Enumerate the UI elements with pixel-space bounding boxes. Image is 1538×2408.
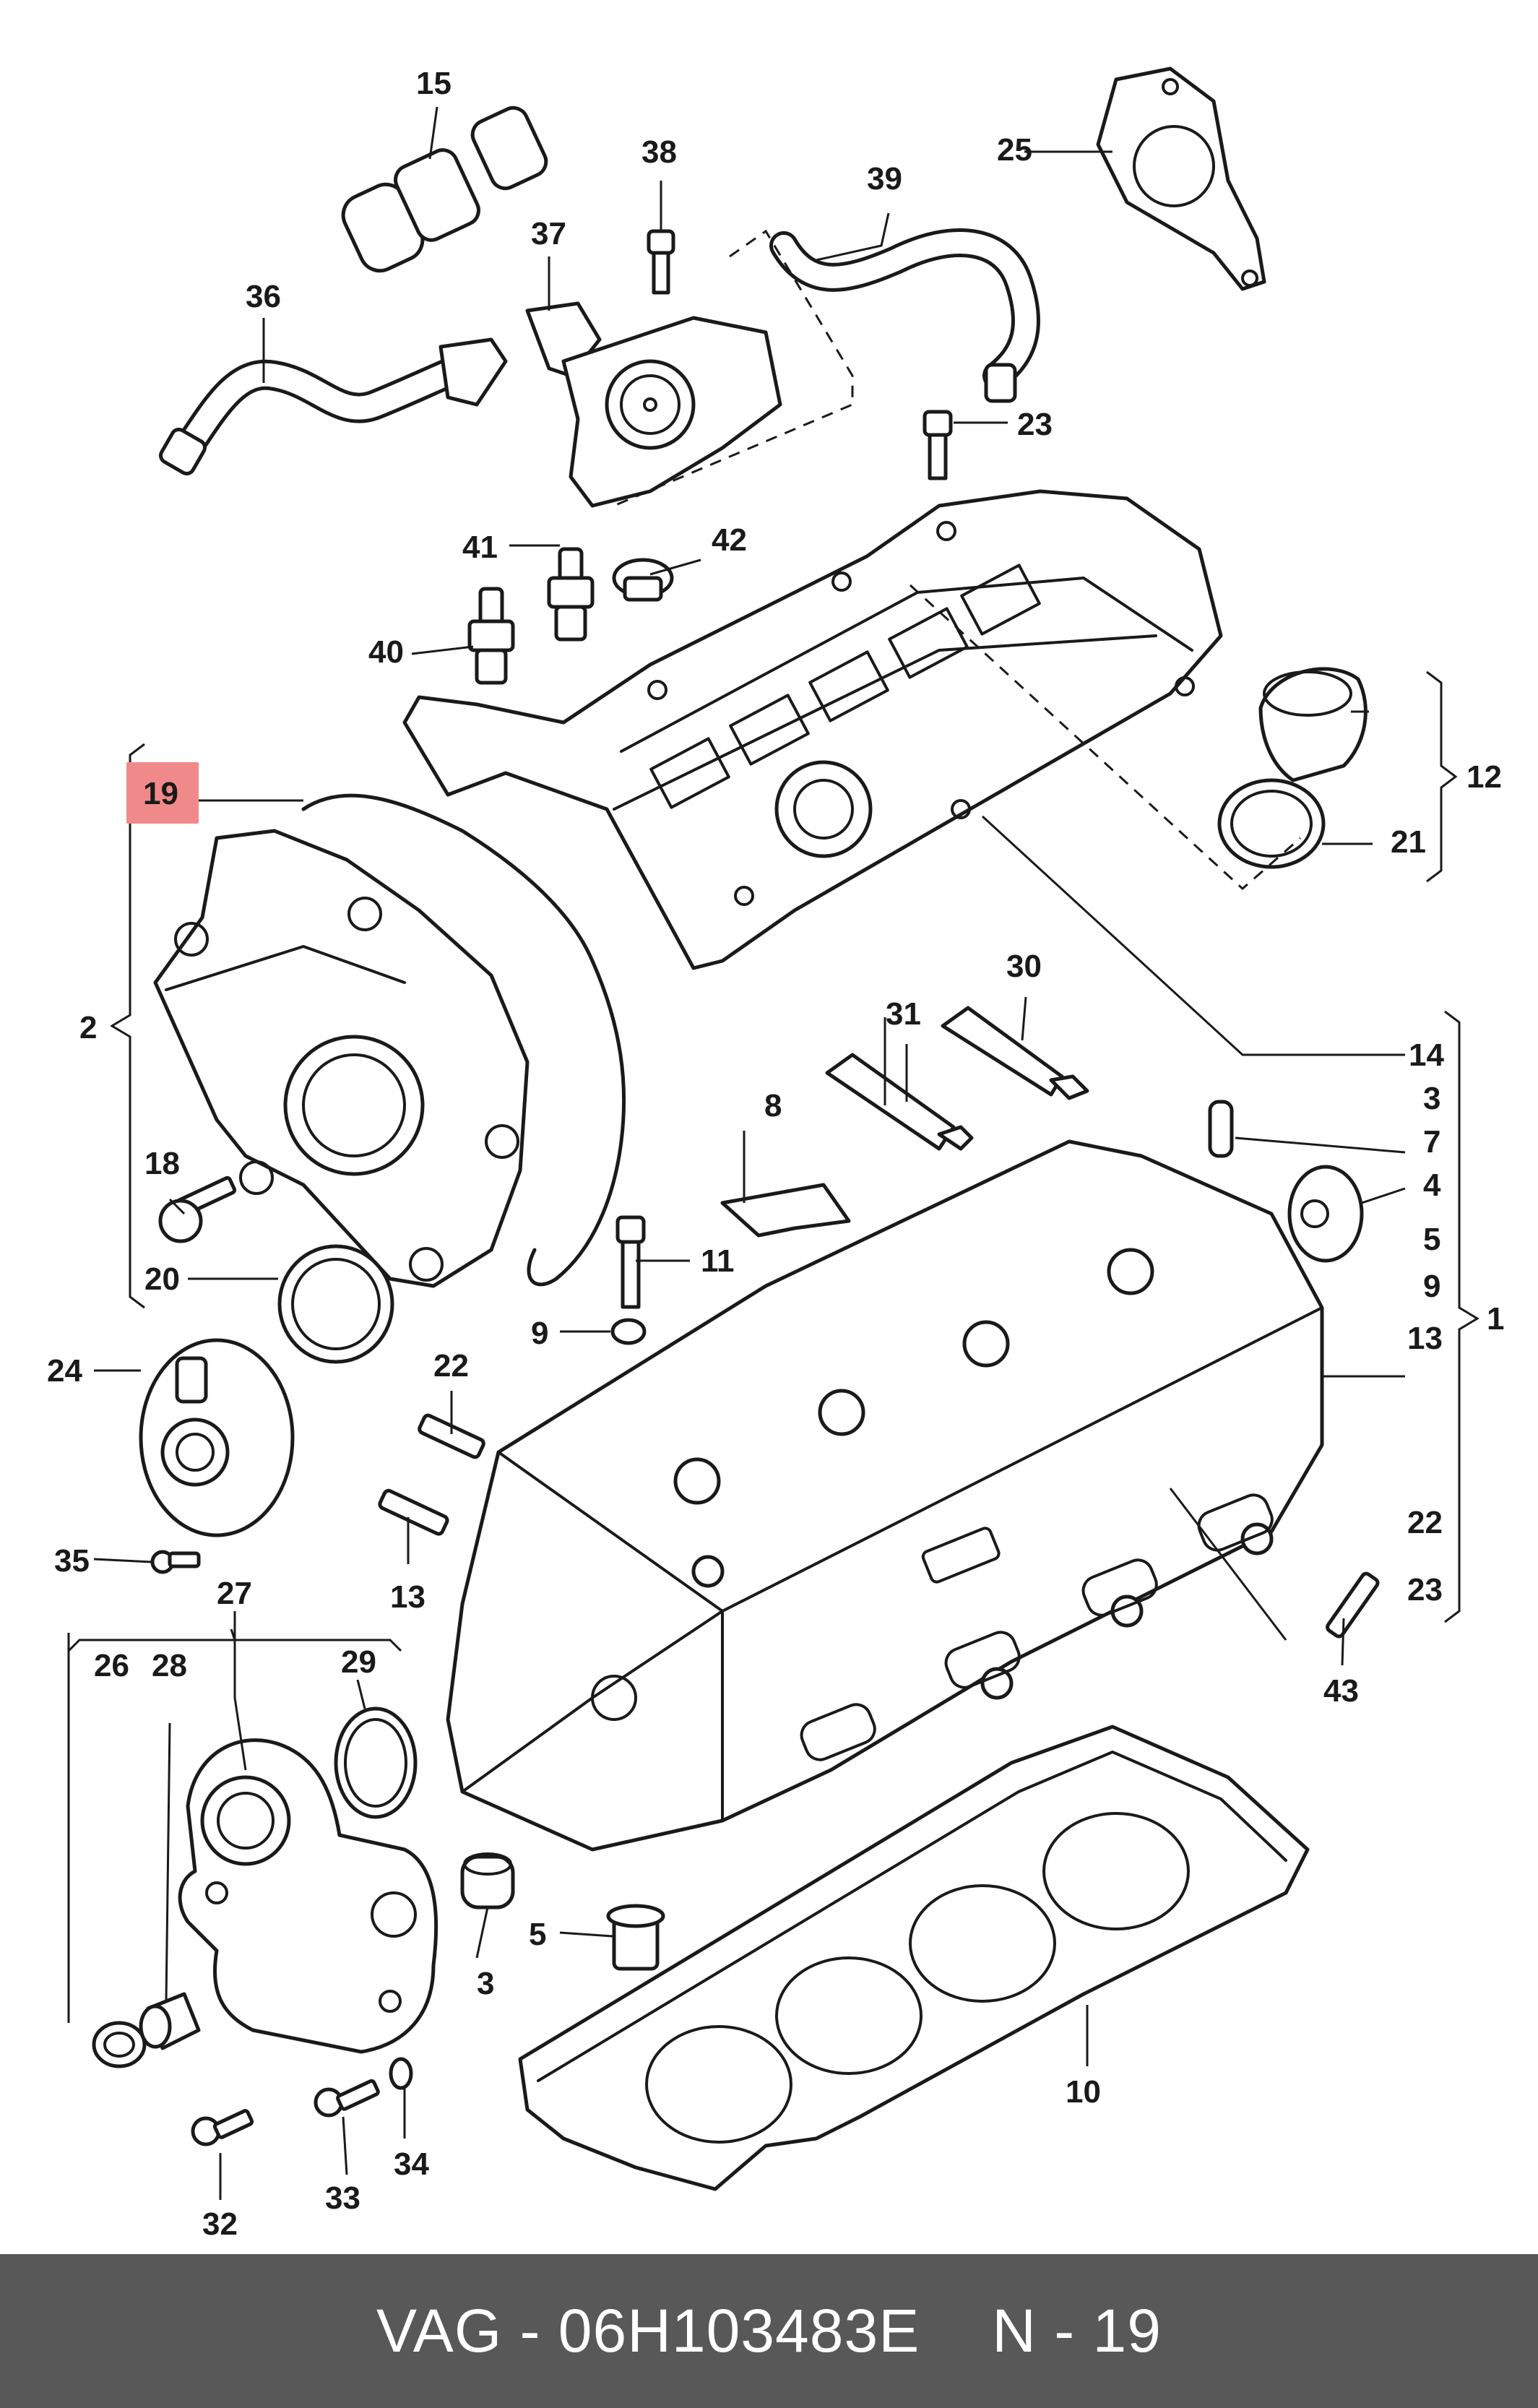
callout-2: 2	[79, 1010, 97, 1045]
callout-29: 29	[341, 1644, 376, 1680]
callout-20: 20	[144, 1261, 180, 1297]
part-9-washer	[610, 1318, 647, 1345]
part-3-cap	[460, 1852, 515, 1909]
callout-32: 32	[202, 2206, 238, 2242]
callout-19: 19	[143, 776, 178, 811]
part-33-bolt	[314, 2079, 380, 2118]
callout-35: 35	[54, 1543, 90, 1579]
callout-22: 22	[433, 1348, 469, 1384]
part-21-seal-ring	[1217, 778, 1326, 869]
part-11-bolt	[615, 1215, 646, 1309]
part-20-seal	[277, 1244, 394, 1364]
part-5-sleeve	[606, 1904, 665, 1971]
part-10-head-gasket	[518, 1725, 1310, 2191]
part-30-sealant-tube	[941, 1006, 1089, 1100]
callout-3-right: 3	[1423, 1081, 1440, 1116]
part-4-sprocket	[1287, 1165, 1364, 1263]
callout-41: 41	[462, 530, 498, 565]
callout-43: 43	[1323, 1673, 1359, 1709]
part-18-bolt	[158, 1175, 237, 1243]
callout-5-right: 5	[1423, 1222, 1440, 1257]
part-19-cover-gasket	[301, 793, 626, 1287]
callout-24: 24	[47, 1353, 82, 1389]
part-number-footer: VAG - 06H103483E N - 19	[0, 2254, 1538, 2408]
part-15-gasket-set	[341, 105, 548, 273]
part-22-stud	[418, 1413, 485, 1459]
callout-27: 27	[217, 1576, 252, 1611]
part-39-dashed-frame	[613, 229, 854, 507]
part-12-oil-filler-cap	[1258, 667, 1368, 782]
callout-8: 8	[764, 1088, 782, 1123]
callout-22-right: 22	[1407, 1505, 1443, 1540]
part-36-hose	[159, 337, 508, 475]
part-41-sensor	[547, 547, 595, 642]
callout-10: 10	[1066, 2074, 1101, 2110]
part-39-breather-hose	[769, 228, 1040, 403]
highlight-box-19	[126, 762, 199, 824]
callout-37: 37	[531, 216, 566, 251]
part-38-bolt	[647, 229, 675, 295]
part-2-timing-cover	[153, 829, 530, 1288]
part-23-bolt-top	[923, 410, 953, 480]
callout-9-right: 9	[1423, 1269, 1440, 1304]
callout-42: 42	[712, 522, 747, 558]
part-28-bush	[139, 1992, 201, 2050]
callout-7: 7	[1423, 1124, 1440, 1160]
callout-36: 36	[246, 279, 281, 314]
callout-9: 9	[531, 1316, 548, 1351]
part-1-cylinder-head	[446, 1139, 1324, 1852]
callout-39: 39	[867, 161, 902, 197]
callout-12: 12	[1466, 759, 1502, 795]
part-14-cylinder-head-cover	[402, 489, 1223, 970]
callout-18: 18	[144, 1146, 180, 1181]
part-number-text: VAG - 06H103483E	[376, 2297, 920, 2365]
callout-labels: 15 25 38 39 37 36 23 41 42 40 12 21 19 3…	[47, 66, 1504, 2242]
part-43-stud	[1326, 1571, 1380, 1639]
callout-5: 5	[529, 1917, 546, 1952]
callout-31: 31	[886, 996, 921, 1032]
part-31-sealant-tube	[825, 1053, 974, 1151]
part-8-shim	[720, 1183, 851, 1238]
callout-3: 3	[477, 1966, 494, 2001]
callout-34: 34	[394, 2146, 429, 2182]
callout-4: 4	[1423, 1168, 1441, 1203]
part-42-cap	[612, 558, 674, 602]
position-reference-text: N - 19	[992, 2297, 1162, 2365]
callout-21: 21	[1391, 824, 1426, 860]
callout-23-top: 23	[1017, 407, 1053, 442]
callout-28: 28	[152, 1648, 187, 1683]
callout-14: 14	[1409, 1037, 1444, 1073]
part-7-pin	[1208, 1100, 1234, 1158]
callout-33: 33	[325, 2180, 360, 2216]
part-1-inner-guide	[1169, 1488, 1287, 1641]
callout-1: 1	[1487, 1301, 1504, 1337]
callout-38: 38	[641, 134, 677, 170]
cap-dashed-guide	[909, 584, 1301, 891]
part-32-bolt	[191, 2109, 254, 2146]
callout-26: 26	[94, 1648, 129, 1683]
exploded-parts-diagram: 15 25 38 39 37 36 23 41 42 40 12 21 19 3…	[47, 66, 1504, 2242]
part-34-washer	[389, 2057, 413, 2090]
part-37-pressure-valve	[525, 301, 782, 508]
callout-40: 40	[368, 634, 404, 670]
part-13-stud	[378, 1488, 449, 1536]
part-29-o-ring	[334, 1706, 418, 1819]
callout-13: 13	[390, 1579, 425, 1615]
part-35-screw	[150, 1550, 201, 1574]
callout-30: 30	[1006, 949, 1042, 984]
part-25-flange-gasket	[1096, 66, 1266, 291]
part-24-camshaft-wheel	[139, 1338, 295, 1537]
callout-15: 15	[416, 66, 452, 101]
callout-13-right: 13	[1407, 1321, 1443, 1356]
group-brackets	[67, 670, 1479, 1652]
part-26-plug	[92, 2021, 147, 2068]
leader-lines	[67, 106, 1406, 2200]
part-40-sensor	[467, 587, 515, 685]
callout-25: 25	[997, 132, 1032, 168]
callout-11: 11	[701, 1243, 735, 1279]
callout-23-right: 23	[1407, 1572, 1443, 1608]
part-27-bracket	[178, 1738, 438, 2054]
